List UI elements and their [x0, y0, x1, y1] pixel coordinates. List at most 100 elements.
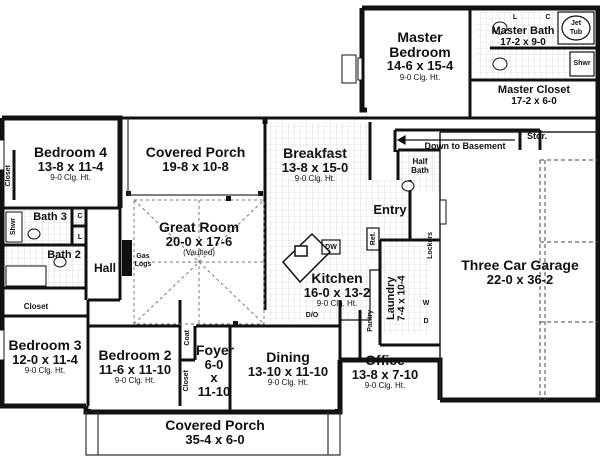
kitchen-ceiling: 9-0 Clg. Ht. — [316, 299, 358, 309]
label-bath-2: Bath 2 — [47, 249, 81, 261]
kitchen-dims: 16-0 x 13-2 — [303, 284, 371, 300]
master-bedroom-ceiling: 9-0 Clg. Ht. — [399, 73, 441, 83]
bath-fixtures — [5, 21, 508, 287]
foyer-dims-3: 11-10 — [197, 383, 231, 399]
label-lockers: Lockers — [427, 232, 434, 259]
breakfast-dims: 13-8 x 15-0 — [281, 159, 349, 175]
room-covered-porch-front: Covered Porch 35-4 x 6-0 — [150, 418, 280, 446]
office-dims: 13-8 x 7-10 — [351, 366, 419, 382]
room-master-bath: Master Bath 17-2 x 9-0 — [488, 25, 558, 48]
garage-name: Three Car Garage — [461, 257, 579, 273]
label-closet-bedroom2: Closet — [183, 370, 190, 392]
label-master-bath-c: C — [545, 14, 551, 21]
front-porch-dims: 35-4 x 6-0 — [185, 431, 245, 447]
label-dw: DW — [325, 244, 337, 251]
bedroom3-dims: 12-0 x 11-4 — [12, 351, 78, 367]
vaulted-ceiling-lines — [133, 199, 265, 325]
label-closet-bedroom3: Closet — [23, 302, 49, 311]
dining-name: Dining — [266, 349, 310, 365]
bedroom3-ceiling: 9-0 Clg. Ht. — [24, 366, 66, 376]
label-shwr-master: Shwr — [573, 60, 591, 67]
master-bedroom-name-2: Bedroom — [389, 43, 451, 60]
label-gas-logs-1: Gas — [136, 253, 150, 260]
bedroom2-name: Bedroom 2 — [98, 347, 172, 363]
office-ceiling: 9-0 Clg. Ht. — [364, 381, 406, 391]
label-half-bath-2: Bath — [411, 166, 429, 175]
breakfast-ceiling: 9-0 Clg. Ht. — [294, 174, 336, 184]
rear-porch-dims: 19-8 x 10-8 — [162, 158, 229, 174]
master-closet-dims: 17-2 x 6-0 — [511, 95, 557, 107]
foyer-dims-2: x — [210, 370, 218, 386]
laundry-dims: 7-4 x 10-4 — [396, 275, 408, 321]
bedroom4-ceiling: 9-0 Clg. Ht. — [50, 173, 91, 183]
garage-dims: 22-0 x 36-2 — [486, 271, 554, 287]
label-hall: Hall — [93, 261, 116, 275]
room-bedroom-2: Bedroom 2 11-6 x 11-10 9-0 Clg. Ht. — [92, 348, 178, 386]
label-shwr-bath3: Shwr — [10, 218, 17, 236]
master-bath-dims: 17-2 x 9-0 — [500, 36, 546, 48]
room-great-room: Great Room 20-0 x 17-6 (Vaulted) — [145, 220, 253, 258]
label-pantry: Pantry — [367, 310, 374, 332]
master-tub — [557, 11, 595, 45]
master-bedroom-dims: 14-6 x 15-4 — [386, 58, 454, 74]
tile-floor-breakfast-kitchen — [267, 122, 370, 322]
label-jet-tub-1: Jet — [570, 20, 582, 27]
room-bedroom-3: Bedroom 3 12-0 x 11-4 9-0 Clg. Ht. — [5, 338, 85, 376]
breakfast-name: Breakfast — [283, 145, 347, 161]
kitchen-name: Kitchen — [311, 270, 363, 286]
room-breakfast: Breakfast 13-8 x 15-0 9-0 Clg. Ht. — [270, 146, 360, 184]
label-laundry-d: D — [423, 318, 429, 325]
label-linen-l: L — [77, 234, 83, 241]
label-master-bath-l: L — [512, 14, 518, 21]
bedroom2-ceiling: 9-0 Clg. Ht. — [114, 376, 156, 386]
label-half-bath-1: Half — [412, 157, 428, 166]
room-bedroom-4: Bedroom 4 13-8 x 11-4 9-0 Clg. Ht. — [28, 145, 113, 183]
great-room-note: (Vaulted) — [183, 248, 215, 258]
master-bath-name: Master Bath — [491, 25, 555, 37]
dining-dims: 13-10 x 11-10 — [247, 363, 329, 379]
room-kitchen: Kitchen 16-0 x 13-2 9-0 Clg. Ht. — [296, 271, 378, 309]
exterior-walls — [0, 5, 600, 415]
label-down-to-basement: Down to Basement — [424, 141, 506, 151]
label-coat: Coat — [184, 330, 191, 346]
master-bedroom-name-1: Master — [397, 29, 443, 45]
label-ref: Ref. — [370, 232, 377, 246]
rear-porch-edge — [127, 118, 260, 196]
label-laundry-w: W — [422, 300, 430, 307]
room-foyer: Foyer 6-0 x 11-10 — [196, 342, 235, 399]
label-stor: Stor. — [526, 131, 547, 141]
garage-doors — [539, 159, 598, 400]
label-entry: Entry — [373, 202, 407, 217]
bedroom3-name: Bedroom 3 — [8, 337, 82, 353]
tile-floor-laundry — [380, 244, 430, 334]
label-closet-bedroom4: Closet — [5, 165, 12, 187]
label-do: D/O — [305, 312, 319, 319]
master-closet-name: Master Closet — [497, 84, 571, 96]
bedroom4-dims: 13-8 x 11-4 — [37, 158, 104, 174]
room-garage: Three Car Garage 22-0 x 36-2 — [455, 258, 585, 286]
room-master-bedroom: Master Bedroom 14-6 x 15-4 9-0 Clg. Ht. — [375, 30, 465, 82]
master-shower — [569, 51, 595, 77]
windows — [0, 54, 447, 361]
interior-walls — [2, 8, 598, 412]
bedroom2-dims: 11-6 x 11-10 — [98, 361, 172, 377]
kitchen-counters — [321, 227, 380, 321]
front-porch-name: Covered Porch — [165, 417, 265, 433]
label-gas-logs-2: Logs — [134, 261, 152, 268]
great-room-dims: 20-0 x 17-6 — [165, 233, 233, 249]
room-office: Office 13-8 x 7-10 9-0 Clg. Ht. — [345, 353, 425, 391]
label-linen-c: C — [77, 213, 83, 220]
room-dining: Dining 13-10 x 11-10 9-0 Clg. Ht. — [240, 350, 336, 388]
foyer-name: Foyer — [196, 342, 235, 358]
room-covered-porch-rear: Covered Porch 19-8 x 10-8 — [138, 145, 253, 173]
great-room-name: Great Room — [158, 219, 240, 235]
dining-ceiling: 9-0 Clg. Ht. — [267, 378, 309, 388]
rear-porch-name: Covered Porch — [145, 144, 246, 160]
stair-arrow — [396, 134, 515, 146]
label-jet-tub-2: Tub — [569, 29, 583, 36]
front-porch — [85, 412, 341, 456]
label-bath-3: Bath 3 — [33, 211, 67, 223]
fireplace — [122, 240, 132, 276]
room-master-closet: Master Closet 17-2 x 6-0 — [480, 84, 588, 107]
